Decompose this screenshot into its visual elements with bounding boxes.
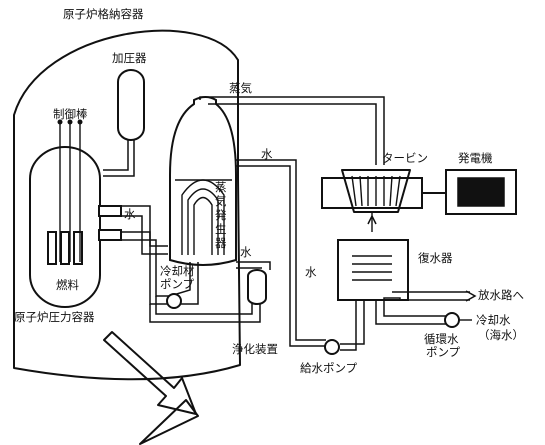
control-rods-label: 制御棒 bbox=[53, 107, 88, 121]
hot-leg-pipe bbox=[121, 205, 168, 255]
pressurizer bbox=[117, 69, 145, 141]
vessel-nozzle-upper bbox=[98, 205, 122, 217]
coolant-pump-label: ポンプ bbox=[160, 277, 195, 291]
pressurizer-pipe bbox=[103, 140, 135, 177]
zoom-arrow-head bbox=[139, 399, 199, 445]
generator-core bbox=[457, 177, 505, 207]
seawater-inlet-pipe bbox=[375, 300, 450, 325]
water-left-label: 水 bbox=[124, 207, 136, 221]
purification-unit bbox=[247, 269, 267, 305]
generator-label: 発電機 bbox=[458, 151, 493, 165]
reactor-pressure-vessel bbox=[29, 146, 101, 308]
steam-generator-char: 器 bbox=[215, 236, 227, 250]
steam-generator-char: 発 bbox=[215, 208, 227, 222]
fuel-label: 燃料 bbox=[56, 278, 79, 292]
main-steam-pipe bbox=[199, 96, 385, 165]
water-mid-label: 水 bbox=[240, 245, 252, 259]
condenser-tubes bbox=[352, 255, 392, 281]
condenser bbox=[337, 239, 409, 301]
containment-label: 原子炉格納容器 bbox=[63, 7, 144, 21]
zoom-arrow bbox=[103, 331, 197, 415]
steam-generator-char: 蒸 bbox=[215, 180, 227, 194]
circulating-pump-label: 循環水 bbox=[424, 332, 459, 346]
containment-vessel bbox=[13, 29, 241, 381]
turbine-label: タービン bbox=[382, 151, 428, 165]
discharge-label: 放水路へ bbox=[478, 288, 524, 302]
exhaust-arrow-head bbox=[367, 214, 377, 225]
fuel-rod bbox=[73, 231, 83, 265]
control-rod-drive bbox=[57, 119, 63, 125]
condenser-label: 復水器 bbox=[418, 251, 453, 265]
feedwater-pump bbox=[324, 339, 340, 355]
water-right-label: 水 bbox=[305, 265, 317, 279]
seawater-label: （海水） bbox=[478, 328, 524, 342]
seawater-outlet-arrow bbox=[465, 290, 477, 302]
coolant-pump bbox=[166, 293, 182, 309]
circulating-pump-label: ポンプ bbox=[426, 345, 461, 359]
purification-label: 浄化装置 bbox=[232, 342, 278, 356]
steam-generator-char: 気 bbox=[215, 194, 227, 208]
control-rod-drive bbox=[67, 119, 73, 125]
fuel-rod bbox=[60, 231, 70, 265]
purification-pipe bbox=[149, 296, 261, 323]
reactor-vessel-label: 原子炉圧力容器 bbox=[14, 310, 95, 324]
vessel-nozzle-lower bbox=[98, 229, 122, 241]
steam-label: 蒸気 bbox=[229, 81, 252, 95]
control-rod-drive bbox=[77, 119, 83, 125]
condensate-pipe bbox=[340, 300, 365, 351]
feedwater-top-pipe bbox=[236, 159, 326, 347]
steam-generator-char: 生 bbox=[215, 222, 227, 236]
water-top-label: 水 bbox=[261, 147, 273, 161]
fuel-rod bbox=[47, 231, 57, 265]
sg-lower-water-pipe bbox=[236, 261, 271, 270]
feedwater-pump-label: 給水ポンプ bbox=[300, 361, 358, 375]
turbine-rotor bbox=[341, 169, 411, 213]
circulating-pump bbox=[444, 312, 460, 328]
pressurizer-label: 加圧器 bbox=[112, 51, 147, 65]
cooling-water-label: 冷却水 bbox=[476, 313, 511, 327]
seawater-outlet-pipe bbox=[383, 291, 470, 301]
coolant-pump-label: 冷却材 bbox=[160, 264, 195, 278]
turbine-blades bbox=[351, 175, 401, 207]
